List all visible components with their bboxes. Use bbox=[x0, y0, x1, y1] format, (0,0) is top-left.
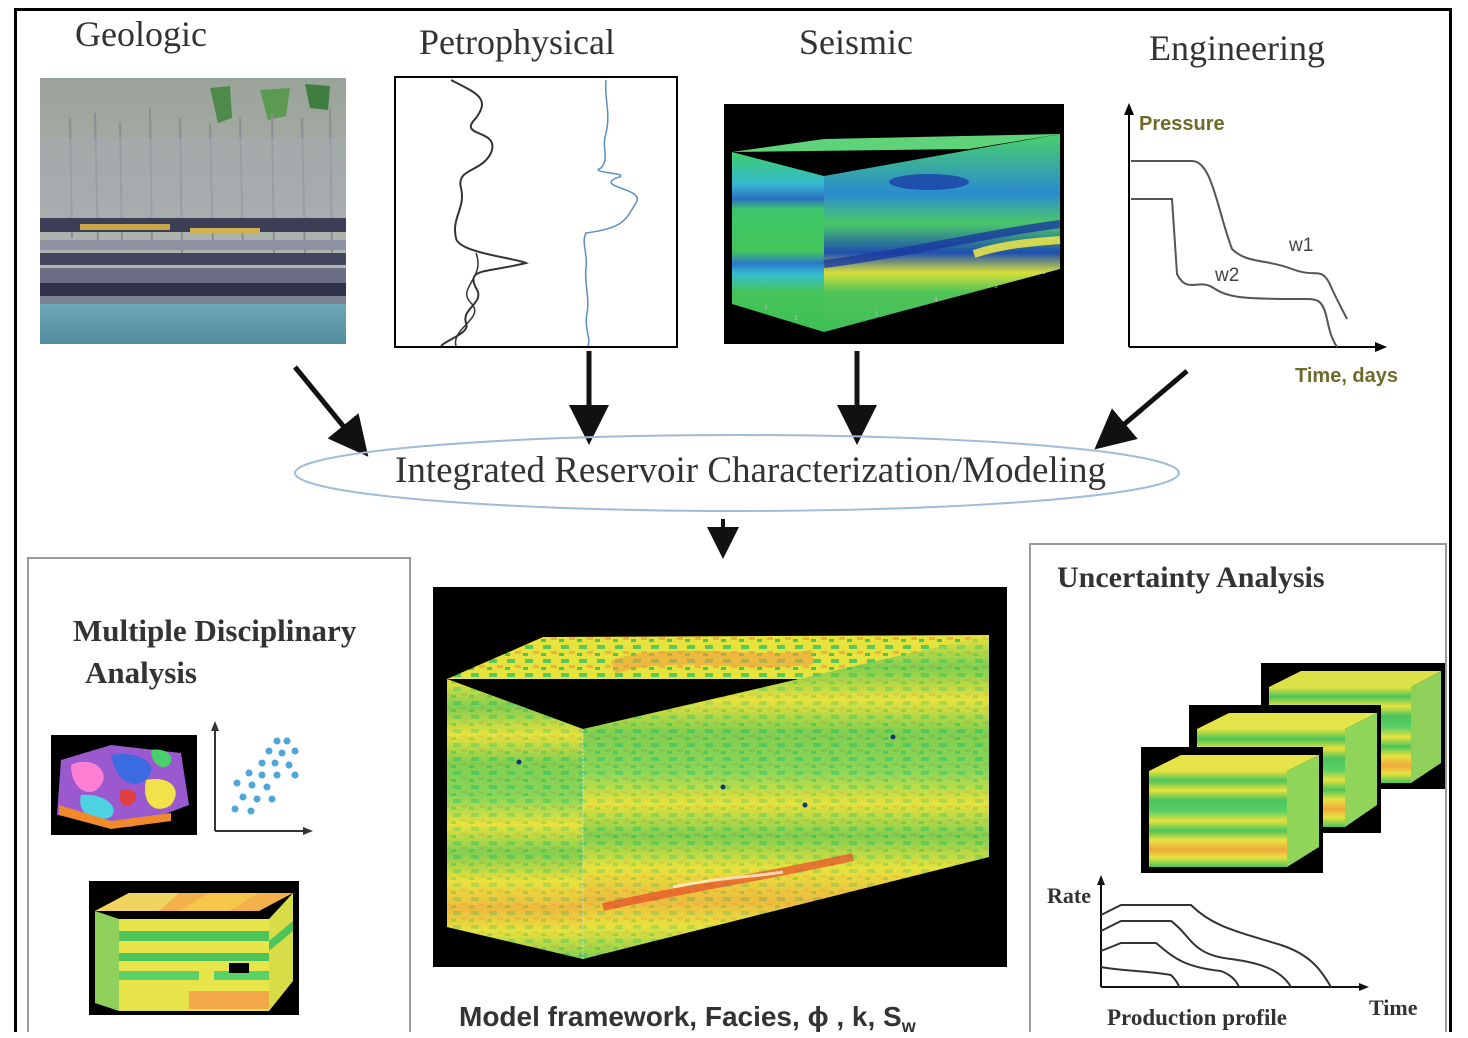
pressure-axis-label: Pressure bbox=[1139, 113, 1225, 135]
production-profile-label: Production profile bbox=[1107, 1005, 1287, 1030]
arrow-engineering bbox=[1094, 369, 1189, 450]
integration-ellipse bbox=[294, 434, 1180, 512]
seismic-header: Seismic bbox=[799, 22, 913, 62]
figure-frame: Geologic Petrophysical Seismic Engineeri… bbox=[14, 8, 1452, 1032]
time-days-axis-label: Time, days bbox=[1295, 365, 1399, 387]
engineering-header: Engineering bbox=[1149, 28, 1325, 68]
coarse-grid-model bbox=[89, 881, 299, 1015]
flow-arrows bbox=[293, 351, 1189, 559]
petrophysical-header: Petrophysical bbox=[419, 22, 615, 62]
w1-curve-label: w1 bbox=[1289, 235, 1314, 256]
uncertainty-title: Uncertainty Analysis bbox=[1057, 561, 1325, 594]
svg-text:4: 4 bbox=[934, 297, 938, 304]
uncertainty-panel: Uncertainty Analysis Rate Time bbox=[1029, 543, 1447, 1032]
pressure-time-plot: Pressure Time, days w1 w2 bbox=[1117, 99, 1417, 399]
svg-text:2: 2 bbox=[794, 315, 798, 322]
model-caption-subscript: w bbox=[901, 1016, 916, 1032]
geologic-header: Geologic bbox=[75, 14, 207, 54]
reservoir-model-cube bbox=[433, 587, 1007, 967]
petrophysical-log-panel bbox=[394, 76, 678, 348]
model-caption-text: Model framework, Facies, ϕ , k, S bbox=[459, 1001, 902, 1032]
rate-axis-label: Rate bbox=[1047, 883, 1091, 908]
crossplot-thumbnail bbox=[207, 719, 317, 839]
multiple-disciplinary-panel: Multiple Disciplinary Analysis bbox=[27, 557, 411, 1032]
outcrop-photo bbox=[40, 78, 346, 344]
svg-text:6: 6 bbox=[1042, 269, 1046, 276]
multiple-disciplinary-title-line1: Multiple Disciplinary bbox=[73, 613, 357, 648]
facies-map-thumbnail bbox=[51, 735, 197, 835]
w2-curve-label: w2 bbox=[1215, 265, 1240, 286]
production-profile-plot bbox=[1081, 875, 1371, 1005]
svg-text:1: 1 bbox=[764, 304, 768, 311]
integration-label: Integrated Reservoir Characterization/Mo… bbox=[395, 450, 1106, 491]
seismic-cube: 1 2 3 4 5 6 bbox=[724, 104, 1064, 344]
arrow-geologic bbox=[293, 365, 369, 457]
svg-text:5: 5 bbox=[994, 283, 998, 290]
time-axis-label: Time bbox=[1369, 995, 1418, 1020]
model-caption: Model framework, Facies, ϕ , k, Sw bbox=[459, 1001, 916, 1032]
svg-text:3: 3 bbox=[874, 311, 878, 318]
multiple-disciplinary-title-line2: Analysis bbox=[85, 655, 197, 690]
realization-1 bbox=[1141, 747, 1323, 873]
